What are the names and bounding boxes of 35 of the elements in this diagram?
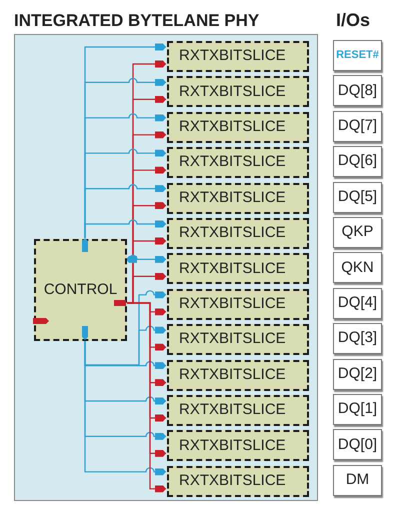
phy-panel — [14, 34, 318, 501]
io-pad: DQ[4] — [333, 288, 382, 319]
io-pad: DQ[6] — [333, 146, 382, 178]
bitslice-block: RXTXBITSLICE — [167, 76, 309, 108]
diagram-title: INTEGRATED BYTELANE PHY — [14, 10, 260, 32]
io-pad: DQ[7] — [333, 110, 382, 142]
signal-connector — [84, 219, 166, 238]
io-pad: DQ[3] — [333, 323, 382, 354]
control-block: CONTROL — [34, 239, 127, 341]
bitslice-block: RXTXBITSLICE — [167, 112, 309, 143]
bitslice-block: RXTXBITSLICE — [167, 182, 309, 214]
signal-connector — [84, 326, 166, 366]
bitslice-block: RXTXBITSLICE — [167, 395, 309, 426]
bitslice-block: RXTXBITSLICE — [167, 360, 309, 391]
io-pad: DQ[1] — [333, 394, 382, 425]
io-pad: QKN — [333, 252, 382, 284]
bitslice-block: RXTXBITSLICE — [167, 466, 309, 497]
bitslice-block: RXTXBITSLICE — [167, 253, 309, 284]
bitslice-block: RXTXBITSLICE — [167, 288, 309, 320]
bitslice-block: RXTXBITSLICE — [167, 41, 309, 72]
signal-connector — [84, 340, 166, 476]
signal-connector — [126, 302, 166, 492]
bitslice-block: RXTXBITSLICE — [167, 430, 309, 462]
io-pad: QKP — [333, 217, 382, 248]
bitslice-block: RXTXBITSLICE — [167, 218, 309, 249]
signal-connector — [126, 254, 166, 263]
io-pad: DQ[5] — [333, 182, 382, 213]
io-pad: RESET# — [333, 40, 382, 71]
bitslice-block: RXTXBITSLICE — [167, 147, 309, 178]
io-pad: DQ[8] — [333, 75, 382, 106]
io-pad: DQ[0] — [333, 429, 382, 460]
column-heading: I/Os — [336, 9, 370, 32]
io-pad: DM — [333, 464, 382, 496]
bitslice-block: RXTXBITSLICE — [167, 324, 309, 356]
io-pad: DQ[2] — [333, 358, 382, 390]
